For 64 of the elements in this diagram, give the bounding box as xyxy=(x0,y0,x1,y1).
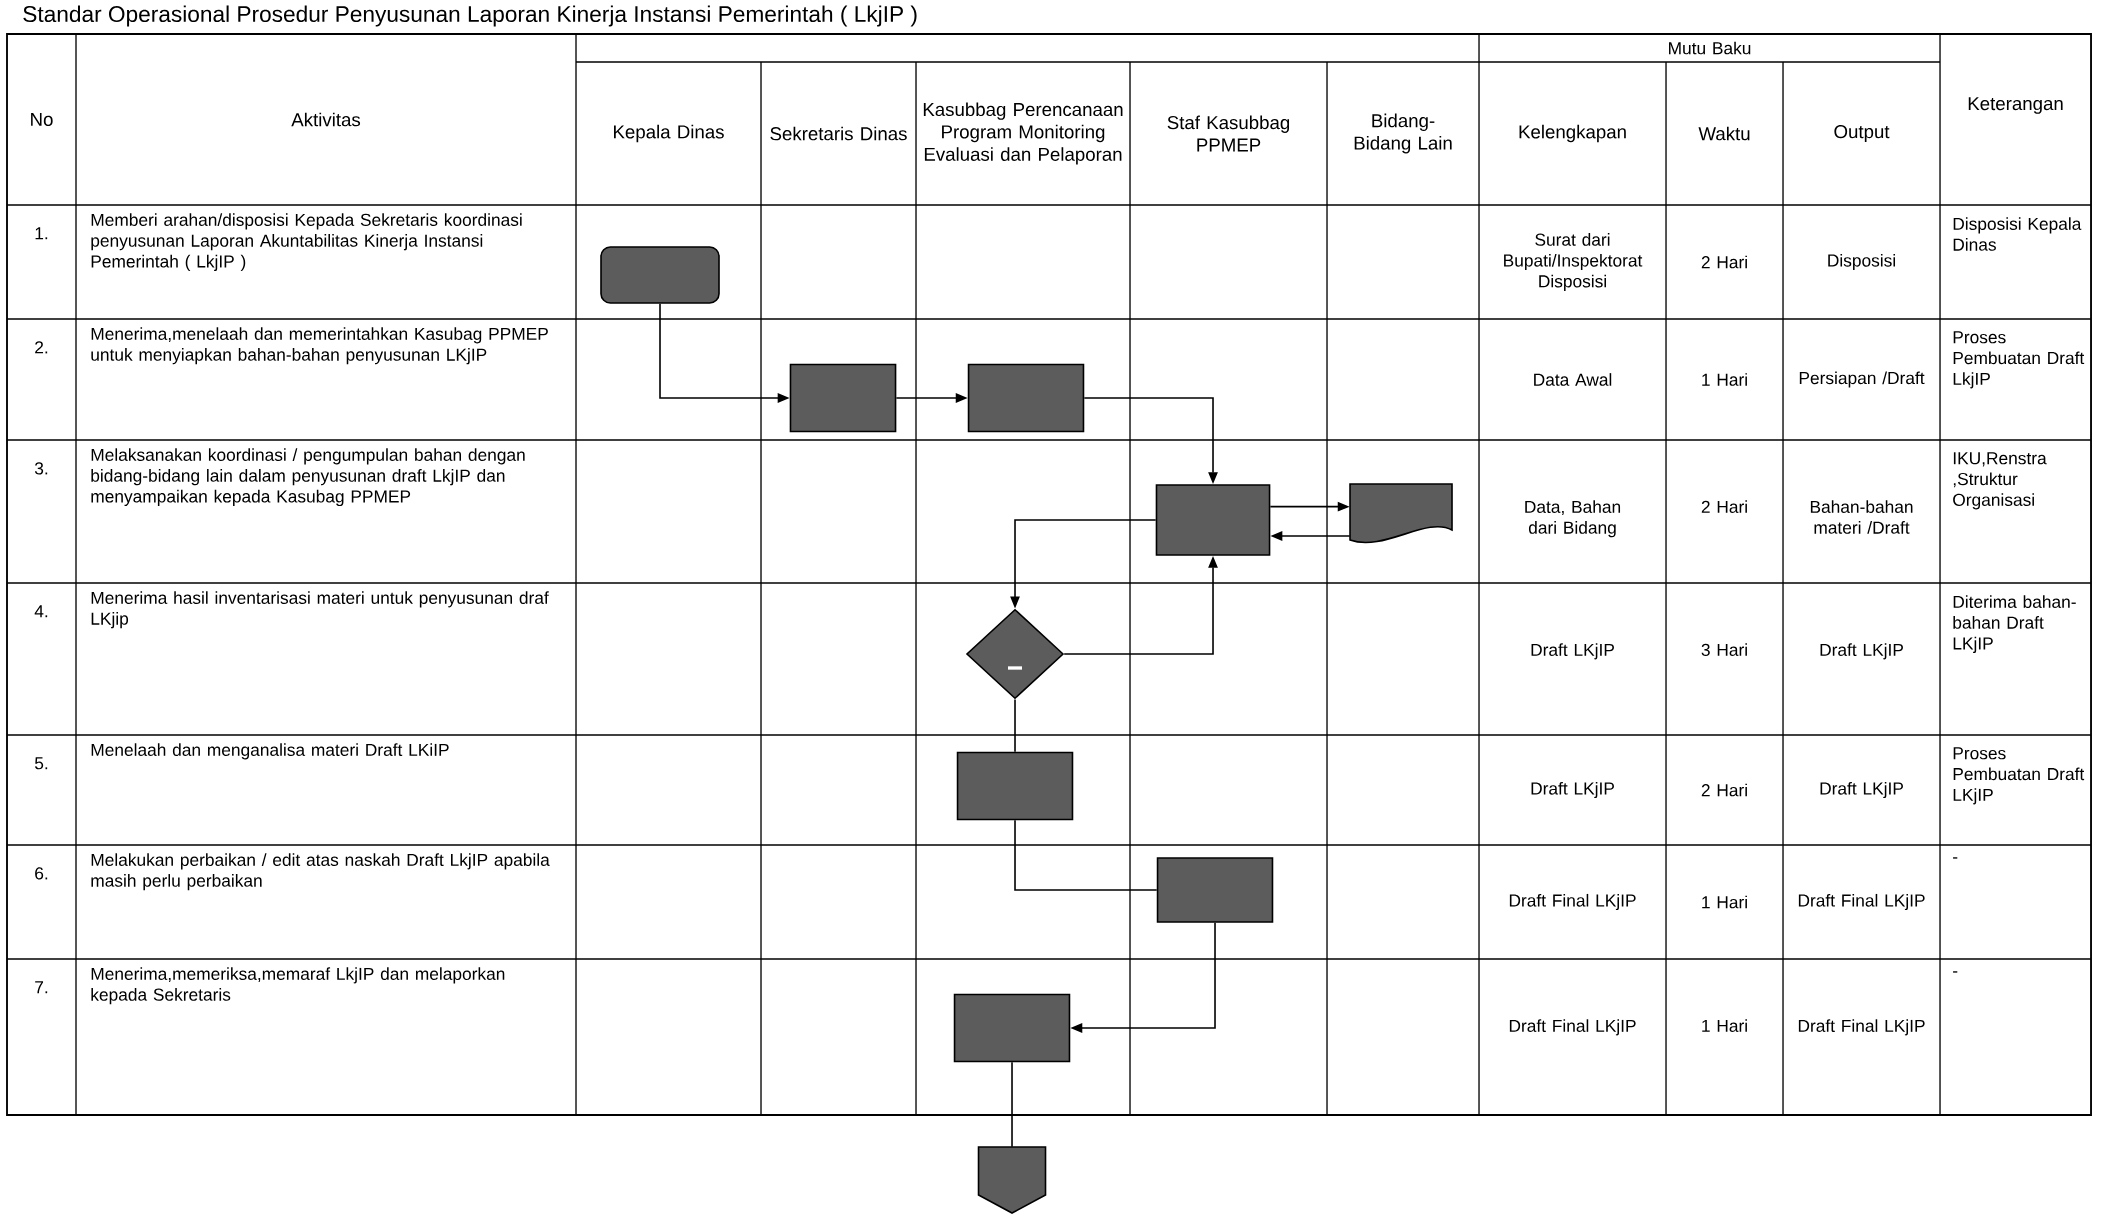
row-number: 5. xyxy=(34,757,48,770)
process-box xyxy=(1156,857,1274,923)
document-shape xyxy=(1349,483,1453,544)
column-header: Sekretaris Dinas xyxy=(770,126,907,141)
row-number: 7. xyxy=(35,981,48,994)
table-cell: Draft LKjIP xyxy=(1820,781,1903,799)
table-cell: 3 Hari xyxy=(1701,643,1747,656)
table-cell: Draft Final LKjIP xyxy=(1798,893,1925,911)
table-cell: 1 Hari xyxy=(1702,895,1747,909)
column-header: Aktivitas xyxy=(291,112,361,127)
activity-text: Melakukan perbaikan / edit atas naskah Draft LkjIP apabila masih perlu perbaikan xyxy=(91,853,550,891)
table-cell: Persiapan /Draft xyxy=(1799,371,1925,388)
process-box xyxy=(956,751,1074,821)
column-header: Bidang- Bidang Lain xyxy=(1354,113,1452,154)
table-cell: Draft Final LKjIP xyxy=(1509,893,1636,911)
table-cell: Proses Pembuatan Draft LkjIP xyxy=(1953,331,2085,389)
column-header: Keterangan xyxy=(1968,97,2063,114)
activity-text: Menelaah dan menganalisa materi Draft LKiIP xyxy=(91,743,449,760)
column-header: Kelengkapan xyxy=(1519,124,1626,143)
activity-text: Melaksanakan koordinasi / pengumpulan bahan dengan bidang-bidang lain dalam penyusunan draft LkjIP dan menyampaikan kepada Kasubag PPMEP xyxy=(91,448,525,507)
table-cell: Data Awal xyxy=(1534,373,1612,386)
table-cell: - xyxy=(1953,857,1958,859)
table-cell: Draft LKjIP xyxy=(1820,643,1903,660)
process-box xyxy=(953,993,1071,1063)
table-cell: Proses Pembuatan Draft LKjIP xyxy=(1953,747,2085,805)
table-cell: Disposisi xyxy=(1828,253,1895,271)
title: Standar Operasional Prosedur Penyusunan Laporan Kinerja Instansi Pemerintah ( LkjIP ) xyxy=(23,5,917,27)
row-number: 2. xyxy=(35,341,48,354)
column-header: Staf Kasubbag PPMEP xyxy=(1167,115,1290,152)
table-cell: Draft LKjIP xyxy=(1531,781,1614,799)
table-cell: Data, Bahan dari Bidang xyxy=(1525,500,1621,538)
table-cell: 1 Hari xyxy=(1702,373,1747,386)
table-cell: Draft LKjIP xyxy=(1531,643,1614,660)
activity-text: Memberi arahan/disposisi Kepada Sekretaris koordinasi penyusunan Laporan Akuntabilitas Kinerja Instansi Pemerintah ( LkjIP ) xyxy=(91,213,522,272)
activity-text: Menerima,memeriksa,memaraf LkjIP dan melaporkan kepada Sekretaris xyxy=(91,967,505,1005)
table-cell: Diterima bahan-bahan Draft LKjIP xyxy=(1953,595,2076,654)
terminator-shape xyxy=(600,246,720,304)
table-cell: 2 Hari xyxy=(1701,500,1747,513)
row-number: 6. xyxy=(35,867,48,880)
column-header: Mutu Baku xyxy=(1669,41,1751,55)
column-header: Kasubbag Perencanaan Program Monitoring Evaluasi dan Pelaporan xyxy=(923,102,1123,165)
table-cell: 1 Hari xyxy=(1702,1019,1747,1032)
table-cell: Draft Final LKjIP xyxy=(1509,1019,1636,1036)
row-number: 3. xyxy=(34,462,48,475)
table-cell: Disposisi Kepala Dinas xyxy=(1953,217,2082,251)
activity-text: Menerima,menelaah dan memerintahkan Kasubag PPMEP untuk menyiapkan bahan-bahan penyusunan LKjIP xyxy=(91,327,548,365)
table-cell: Bahan-bahan materi /Draft xyxy=(1810,500,1913,534)
off-page-connector xyxy=(977,1146,1047,1214)
process-box xyxy=(1155,484,1271,556)
column-header: Output xyxy=(1834,125,1890,142)
table-cell: 2 Hari xyxy=(1701,255,1747,269)
table-cell: IKU,Renstra ,Struktur Organisasi xyxy=(1953,452,2047,510)
table-cell: 2 Hari xyxy=(1701,783,1747,797)
process-box xyxy=(967,363,1085,433)
activity-text: Menerima hasil inventarisasi materi untuk penyusunan draf LKjip xyxy=(91,591,549,629)
row-number: 1. xyxy=(35,227,48,240)
column-header: Kepala Dinas xyxy=(614,124,724,143)
table-cell: - xyxy=(1953,971,1958,973)
table-cell: Surat dari Bupati/Inspektorat Disposisi xyxy=(1504,233,1643,291)
process-box xyxy=(789,363,897,433)
table-cell: Draft Final LKjIP xyxy=(1798,1019,1925,1036)
column-header: No xyxy=(31,113,53,126)
column-header: Waktu xyxy=(1698,126,1750,141)
row-number: 4. xyxy=(34,605,48,618)
